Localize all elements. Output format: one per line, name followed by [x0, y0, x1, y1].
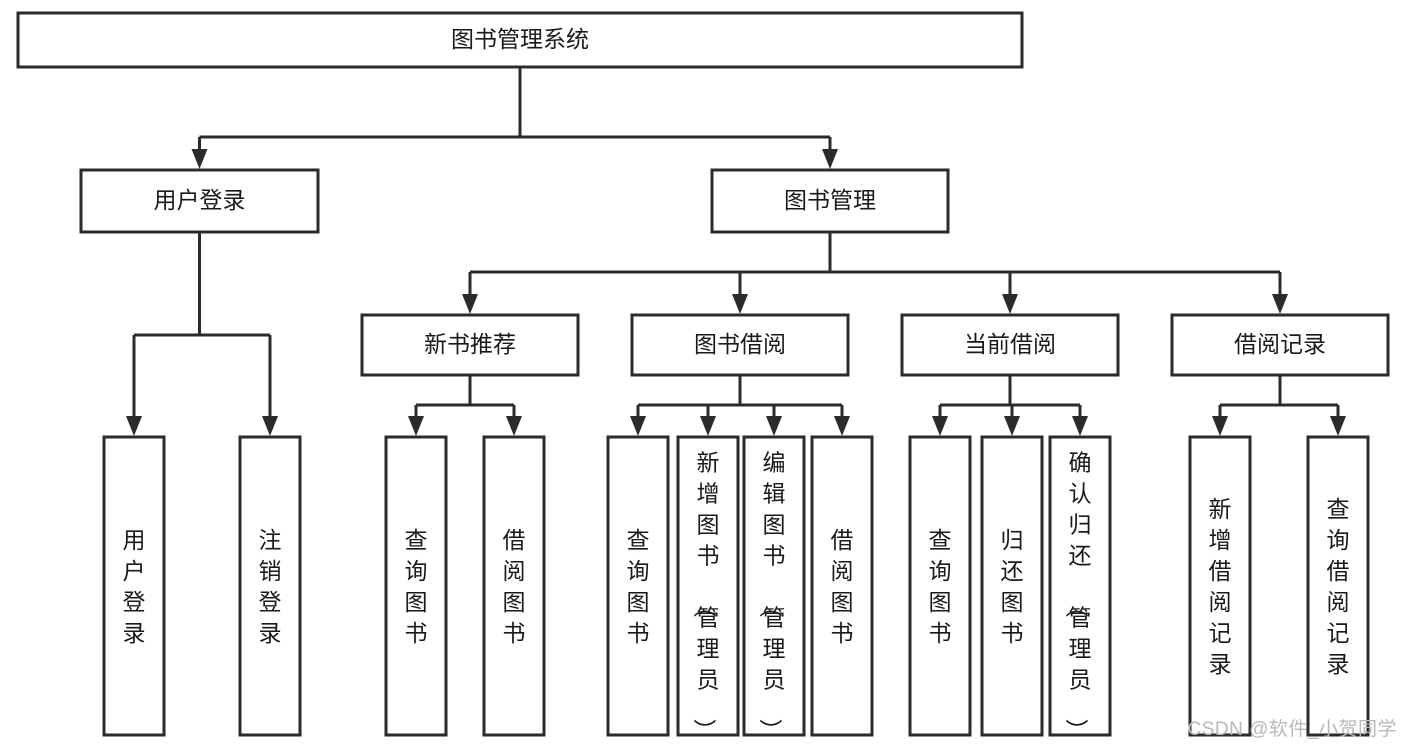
node-leaf-query-book-3[interactable]: 查询图书	[908, 435, 972, 737]
node-leaf-add-book[interactable]: 新增图书（管理员）	[676, 435, 740, 742]
node-new-book-rec[interactable]: 新书推荐	[360, 313, 580, 377]
node-leaf-query-record[interactable]: 查询借阅记录	[1306, 435, 1370, 737]
node-label-leaf-user-login: 用户登录	[123, 527, 146, 646]
edge-group-user-login	[126, 232, 278, 436]
node-box-leaf-add-book[interactable]	[676, 435, 740, 737]
node-label-leaf-confirm-return: 确认归还（管理员）	[1064, 450, 1092, 742]
node-leaf-edit-book[interactable]: 编辑图书（管理员）	[742, 435, 806, 742]
node-leaf-query-book-2[interactable]: 查询图书	[606, 435, 670, 737]
node-root[interactable]: 图书管理系统	[16, 11, 1024, 69]
node-box-leaf-add-record[interactable]	[1188, 435, 1252, 737]
node-book-borrow[interactable]: 图书借阅	[630, 313, 850, 377]
node-box-user-login[interactable]	[79, 168, 320, 234]
node-label-leaf-edit-book: 编辑图书（管理员）	[758, 450, 786, 742]
edges-layer	[126, 67, 1346, 436]
node-book-manage[interactable]: 图书管理	[710, 168, 950, 234]
node-box-leaf-query-book-2[interactable]	[606, 435, 670, 737]
node-leaf-user-login[interactable]: 用户登录	[102, 435, 166, 737]
node-label-leaf-add-record: 新增借阅记录	[1209, 496, 1232, 677]
node-box-book-manage[interactable]	[710, 168, 950, 234]
node-box-leaf-logout[interactable]	[238, 435, 302, 737]
node-box-current-borrow[interactable]	[900, 313, 1120, 377]
node-borrow-record[interactable]: 借阅记录	[1170, 313, 1390, 377]
node-label-new-book-rec: 新书推荐	[424, 331, 516, 357]
node-leaf-return-book[interactable]: 归还图书	[980, 435, 1044, 737]
node-leaf-confirm-return[interactable]: 确认归还（管理员）	[1048, 435, 1112, 742]
node-label-leaf-logout: 注销登录	[259, 527, 282, 646]
nodes-layer: 图书管理系统用户登录图书管理新书推荐图书借阅当前借阅借阅记录用户登录注销登录查询…	[16, 11, 1390, 742]
node-label-leaf-borrow-book-1: 借阅图书	[503, 527, 526, 646]
node-box-leaf-edit-book[interactable]	[742, 435, 806, 737]
node-label-user-login: 用户登录	[154, 187, 246, 213]
node-label-borrow-record: 借阅记录	[1234, 331, 1326, 357]
node-leaf-logout[interactable]: 注销登录	[238, 435, 302, 737]
node-box-borrow-record[interactable]	[1170, 313, 1390, 377]
node-label-leaf-add-book: 新增图书（管理员）	[692, 450, 720, 742]
edge-group-current-borrow	[932, 375, 1088, 436]
node-label-book-borrow: 图书借阅	[694, 331, 786, 357]
node-label-book-manage: 图书管理	[784, 187, 876, 213]
node-box-leaf-borrow-book-2[interactable]	[810, 435, 874, 737]
node-box-new-book-rec[interactable]	[360, 313, 580, 377]
node-label-leaf-return-book: 归还图书	[1001, 527, 1024, 646]
node-box-leaf-user-login[interactable]	[102, 435, 166, 737]
edge-group-new-book-rec	[408, 375, 522, 436]
node-label-root: 图书管理系统	[451, 26, 589, 52]
node-label-leaf-query-book-3: 查询图书	[929, 527, 952, 646]
node-box-leaf-confirm-return[interactable]	[1048, 435, 1112, 737]
node-box-leaf-return-book[interactable]	[980, 435, 1044, 737]
edge-group-borrow-record	[1212, 375, 1346, 436]
node-label-leaf-query-book-2: 查询图书	[627, 527, 650, 646]
node-box-leaf-query-book-1[interactable]	[384, 435, 448, 737]
node-leaf-borrow-book-2[interactable]: 借阅图书	[810, 435, 874, 737]
node-leaf-borrow-book-1[interactable]: 借阅图书	[482, 435, 546, 737]
node-box-root[interactable]	[16, 11, 1024, 69]
node-box-leaf-query-record[interactable]	[1306, 435, 1370, 737]
node-current-borrow[interactable]: 当前借阅	[900, 313, 1120, 377]
node-label-current-borrow: 当前借阅	[964, 331, 1056, 357]
node-box-book-borrow[interactable]	[630, 313, 850, 377]
node-label-leaf-query-record: 查询借阅记录	[1327, 496, 1350, 677]
node-leaf-add-record[interactable]: 新增借阅记录	[1188, 435, 1252, 737]
node-box-leaf-borrow-book-1[interactable]	[482, 435, 546, 737]
node-label-leaf-borrow-book-2: 借阅图书	[831, 527, 854, 646]
node-box-leaf-query-book-3[interactable]	[908, 435, 972, 737]
edge-group-book-borrow	[630, 375, 850, 436]
node-user-login[interactable]: 用户登录	[79, 168, 320, 234]
edge-group-book-manage	[462, 232, 1288, 314]
node-leaf-query-book-1[interactable]: 查询图书	[384, 435, 448, 737]
node-label-leaf-query-book-1: 查询图书	[405, 527, 428, 646]
edge-group-root	[191, 67, 838, 169]
